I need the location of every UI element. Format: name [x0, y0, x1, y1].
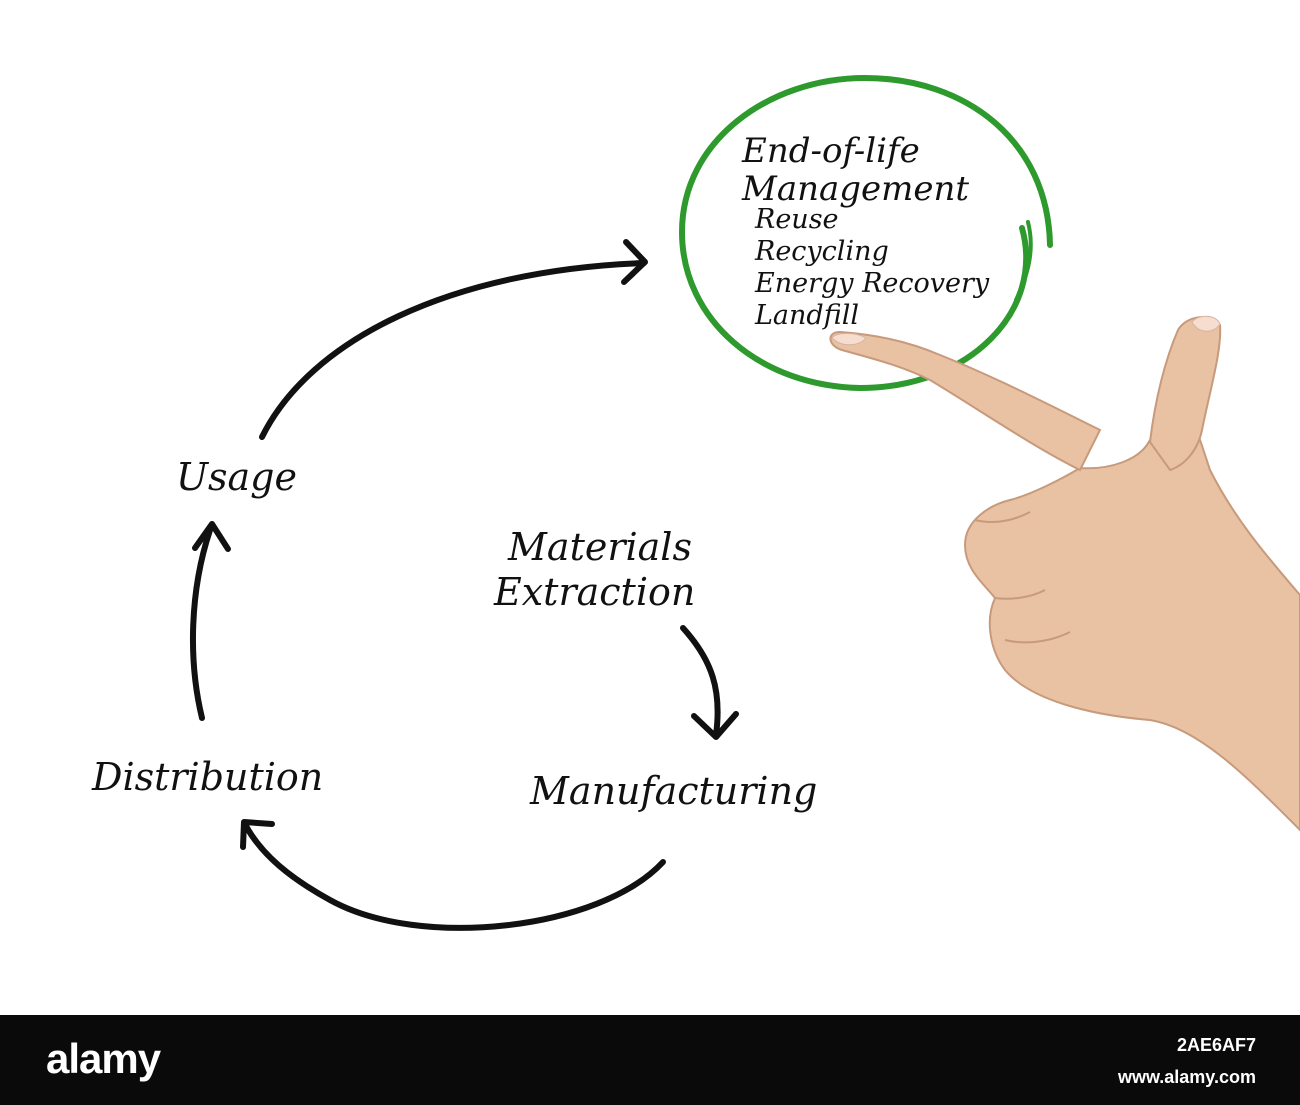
arrow-materials-to-manufacturing: [680, 625, 739, 740]
eol-item-landfill: Landfill: [754, 300, 859, 331]
stage-materials-line2: Extraction: [493, 570, 695, 614]
stage-usage: Usage: [176, 455, 297, 499]
arrow-manufacturing-to-distribution: [240, 819, 666, 931]
lifecycle-diagram: End-of-life Management Reuse Recycling E…: [91, 74, 1300, 931]
eol-item-reuse: Reuse: [754, 204, 839, 235]
eol-item-energy-recovery: Energy Recovery: [754, 268, 990, 299]
pointing-hand-icon: [829, 315, 1300, 832]
stage-manufacturing: Manufacturing: [529, 769, 817, 813]
arrow-distribution-to-usage: [189, 521, 231, 721]
footer-bar: alamy 2AE6AF7 www.alamy.com: [0, 1015, 1300, 1105]
site-url: www.alamy.com: [1117, 1067, 1256, 1087]
eol-item-recycling: Recycling: [754, 236, 889, 267]
arrow-usage-to-eol: [259, 239, 648, 440]
stage-distribution: Distribution: [91, 755, 323, 799]
brand-logo: alamy: [46, 1035, 161, 1082]
eol-title-line1: End-of-life: [741, 131, 920, 171]
image-id: 2AE6AF7: [1176, 1035, 1256, 1055]
eol-title-line2: Management: [741, 169, 969, 209]
stage-materials-line1: Materials: [507, 525, 692, 569]
